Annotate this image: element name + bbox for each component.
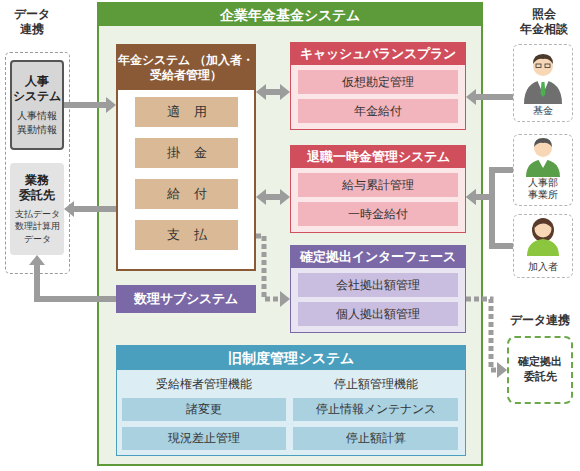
panel-title: キャッシュバランスプラン	[300, 46, 456, 63]
function-text: 会社拠出額管理	[336, 278, 420, 292]
function-text: 給付	[153, 186, 221, 202]
person-label: 人事部 事業所	[518, 176, 568, 202]
person-label: 基金	[530, 104, 556, 118]
arrow-head	[64, 201, 74, 217]
person-box: 基金	[513, 44, 573, 122]
person-label-wrap: 基金	[514, 99, 572, 118]
subsystem-panel: キャッシュバランスプラン仮想勘定管理年金給付	[290, 42, 466, 130]
function-box: 給与累計管理	[298, 173, 458, 197]
arrow-head	[29, 255, 45, 265]
function-box: 支払	[135, 220, 238, 250]
person-box: 加入者	[513, 214, 573, 278]
person-icon	[527, 218, 559, 256]
function-text: 掛金	[153, 145, 221, 161]
panel-header: 退職一時金管理システム	[291, 146, 465, 168]
person-label-wrap: 人事部 事業所	[514, 176, 572, 202]
subsystem-panel: 年金システム （加入者・受給者管理） 適用掛金給付支払	[116, 44, 256, 271]
subsystem-panel: 旧制度管理システム受給権者管理機能停止額管理機能諸変更 停止情報メンテナンス現況差…	[116, 345, 466, 456]
subsystem-band: 数理サブシステム	[116, 285, 256, 313]
function-box: 給付	[135, 179, 238, 209]
corner-label: 照会 年金相談	[510, 7, 578, 37]
group-heading: データ 連携	[6, 7, 58, 37]
function-text: 諸変更	[186, 402, 222, 416]
function-text: 適用	[153, 104, 221, 120]
panel-header: 旧制度管理システム	[117, 346, 465, 370]
function-box: 会社拠出額管理	[298, 273, 458, 297]
function-text: 一時金給付	[348, 207, 408, 221]
function-text: 給与累計管理	[342, 178, 414, 192]
column-heading: 受給権者管理機能	[122, 377, 286, 391]
function-box: 年金給付	[298, 99, 458, 123]
person-label: 加入者	[525, 260, 561, 274]
function-box: 現況差止管理	[122, 427, 286, 450]
person-icon	[526, 138, 560, 177]
function-box: 適用	[135, 97, 238, 127]
system-box: 人事 システム人事情報 異動情報	[10, 60, 64, 150]
column-heading: 停止額管理機能	[293, 377, 458, 391]
box-note: 人事情報 異動情報	[12, 109, 62, 136]
destination-heading: データ連携	[501, 313, 579, 327]
destination-box: データ連携確定拠出 委託先	[507, 336, 573, 404]
system-frame: 企業年金基金システム年金システム （加入者・受給者管理） 適用掛金給付支払 キャッシ…	[97, 2, 483, 466]
box-title: 人事 システム	[12, 74, 62, 104]
person-box: 人事部 事業所	[513, 134, 573, 206]
box-title: 業務 委託先	[12, 173, 62, 203]
function-box: 個人拠出額管理	[298, 302, 458, 326]
box-note: 支払データ 数理計算用データ	[12, 208, 62, 244]
group-box: データ 連携人事 システム人事情報 異動情報業務 委託先支払データ 数理計算用デ…	[5, 52, 70, 274]
function-box: 諸変更	[122, 398, 286, 421]
panel-header: キャッシュバランスプラン	[291, 43, 465, 65]
subsystem-panel: 確定拠出インターフェース会社拠出額管理個人拠出額管理	[290, 245, 466, 333]
destination-title: 確定拠出 委託先	[509, 355, 571, 385]
function-text: 支払	[153, 227, 221, 243]
band-title: 数理サブシステム	[134, 291, 238, 307]
panel-header: 確定拠出インターフェース	[291, 246, 465, 268]
function-box: 一時金給付	[298, 202, 458, 226]
person-label-wrap: 加入者	[514, 255, 572, 274]
function-box: 仮想勘定管理	[298, 70, 458, 94]
function-box: 掛金	[135, 138, 238, 168]
function-text: 停止額計算	[346, 431, 406, 445]
system-box: 業務 委託先支払データ 数理計算用データ	[10, 163, 64, 255]
panel-title: 年金システム （加入者・受給者管理）	[118, 53, 254, 83]
function-text: 仮想勘定管理	[342, 75, 414, 89]
panel-title: 退職一時金管理システム	[307, 149, 450, 166]
frame-title: 企業年金基金システム	[220, 7, 360, 24]
arrow-head	[497, 362, 507, 378]
panel-header: 年金システム （加入者・受給者管理）	[118, 46, 254, 90]
panel-title: 旧制度管理システム	[228, 349, 354, 367]
function-box: 停止情報メンテナンス	[293, 398, 458, 421]
function-text: 個人拠出額管理	[336, 307, 420, 321]
subsystem-panel: 退職一時金管理システム給与累計管理一時金給付	[290, 145, 466, 233]
frame-header: 企業年金基金システム	[99, 4, 481, 26]
function-box: 停止額計算	[293, 427, 458, 450]
person-icon	[524, 54, 562, 104]
function-text: 停止情報メンテナンス	[316, 402, 436, 416]
function-text: 年金給付	[354, 104, 402, 118]
panel-title: 確定拠出インターフェース	[300, 249, 456, 266]
function-text: 現況差止管理	[168, 431, 240, 445]
